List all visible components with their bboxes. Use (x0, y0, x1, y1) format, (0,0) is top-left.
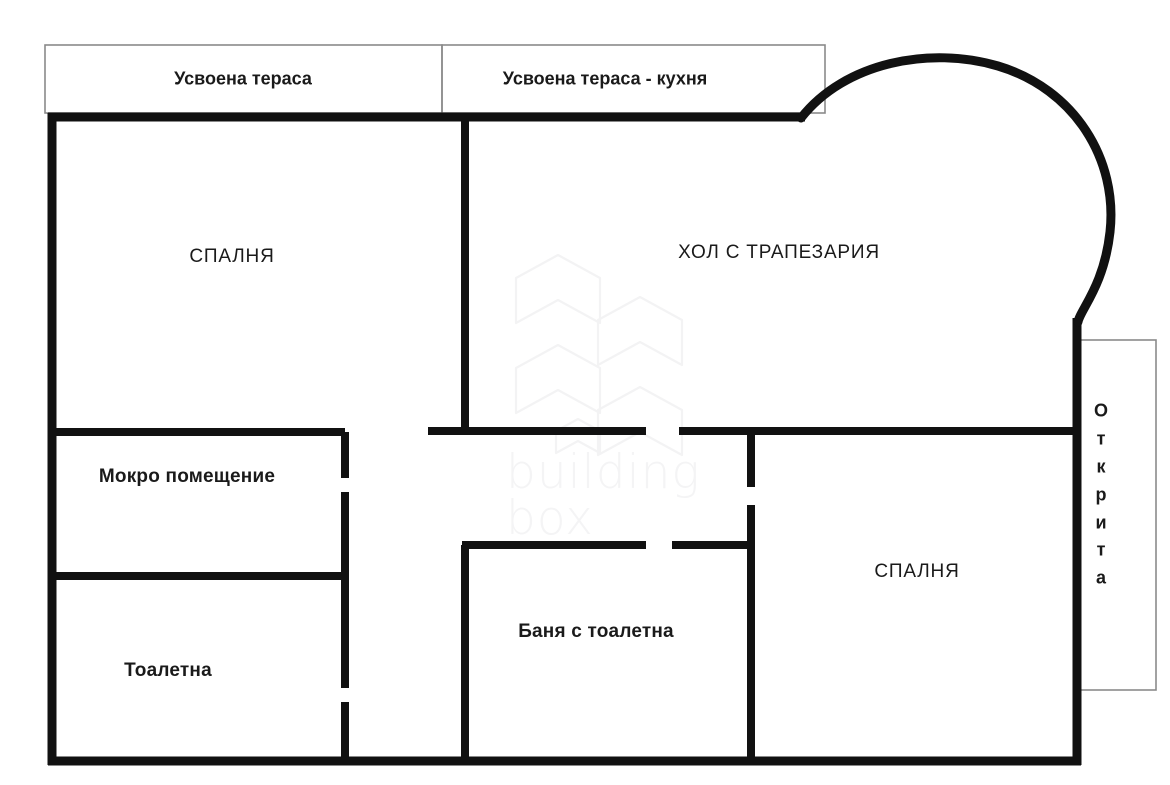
room-label-bedroom-left: СПАЛНЯ (189, 246, 275, 267)
interior-walls (52, 117, 1081, 765)
open-terrace-letter: р (1095, 484, 1107, 505)
outer-walls (47, 112, 1082, 766)
open-terrace-letter: О (1093, 400, 1109, 421)
open-terrace-letter: т (1096, 428, 1106, 449)
bay-window-curve-icon (796, 53, 1116, 327)
room-label-toilet: Тоалетна (124, 660, 212, 681)
open-terrace-letter: и (1095, 511, 1107, 532)
room-label-living-dining: ХОЛ С ТРАПЕЗАРИЯ (678, 242, 880, 263)
open-terrace-letter: а (1095, 567, 1107, 588)
open-terrace-letter: т (1096, 539, 1106, 560)
callout-label-terrace-kitchen: Усвоена тераса - кухня (502, 68, 708, 89)
room-label-wet-room: Мокро помещение (98, 466, 276, 487)
callout-boxes (44, 44, 1157, 691)
room-label-bathroom: Баня с тоалетна (518, 621, 674, 642)
callout-label-open-terrace: О т к р и т а (1094, 397, 1108, 592)
open-terrace-letter: к (1096, 456, 1106, 477)
room-label-bedroom-right: СПАЛНЯ (874, 561, 960, 582)
callout-label-terrace: Усвоена тераса (174, 68, 312, 89)
